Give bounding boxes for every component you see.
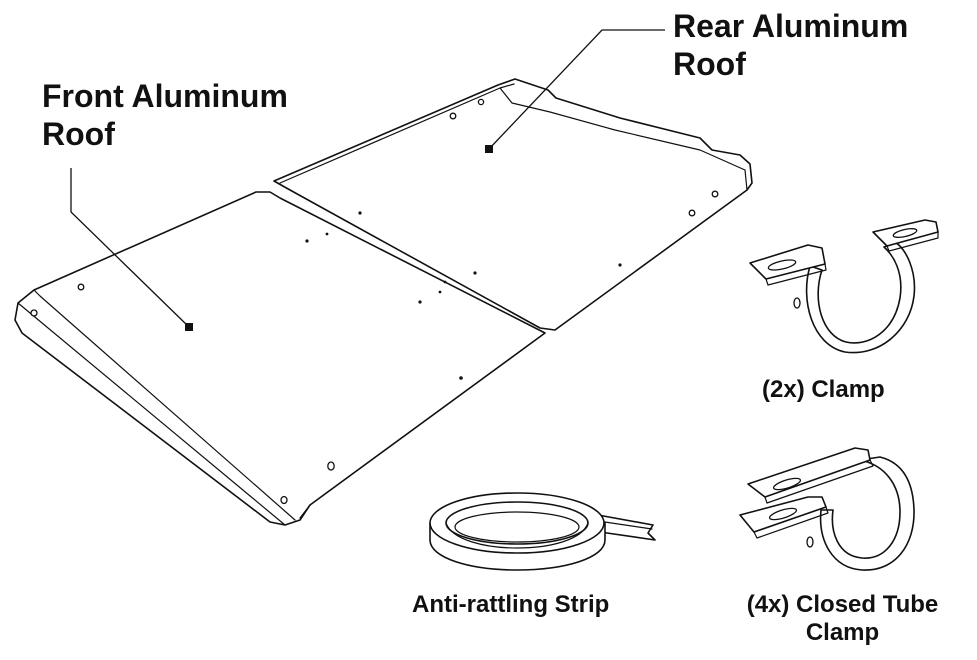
rear-roof-label-line1: Rear Aluminum (673, 8, 909, 44)
clamp-part (749, 219, 939, 354)
closed-tube-clamp-label-line2: Clamp (805, 619, 880, 647)
clamp-label: (2x) Clamp (762, 376, 885, 403)
front-aluminum-roof (14, 191, 546, 526)
rear-roof-label-line2: Roof (673, 45, 746, 82)
front-roof-label: Front Aluminum Roof (42, 78, 288, 154)
anti-rattling-strip-part (429, 492, 656, 571)
front-roof-label-line2: Roof (42, 115, 115, 152)
closed-tube-clamp-label-line1: (4x) Closed Tube (746, 591, 939, 618)
closed-tube-clamp-label: (4x) Closed Tube Clamp (730, 591, 955, 648)
anti-rattling-strip-label: Anti-rattling Strip (412, 591, 610, 618)
front-roof-leader (70, 168, 193, 331)
closed-tube-clamp-part (739, 447, 915, 571)
front-roof-label-line1: Front Aluminum (42, 78, 288, 114)
rear-roof-leader (485, 29, 665, 153)
rear-roof-label: Rear Aluminum Roof (673, 8, 908, 84)
rear-aluminum-roof (273, 78, 753, 331)
